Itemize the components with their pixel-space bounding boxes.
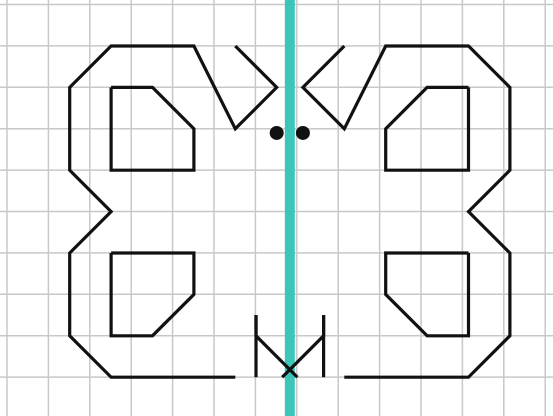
right-eye-dot	[296, 126, 310, 140]
left-eye-dot	[270, 126, 284, 140]
